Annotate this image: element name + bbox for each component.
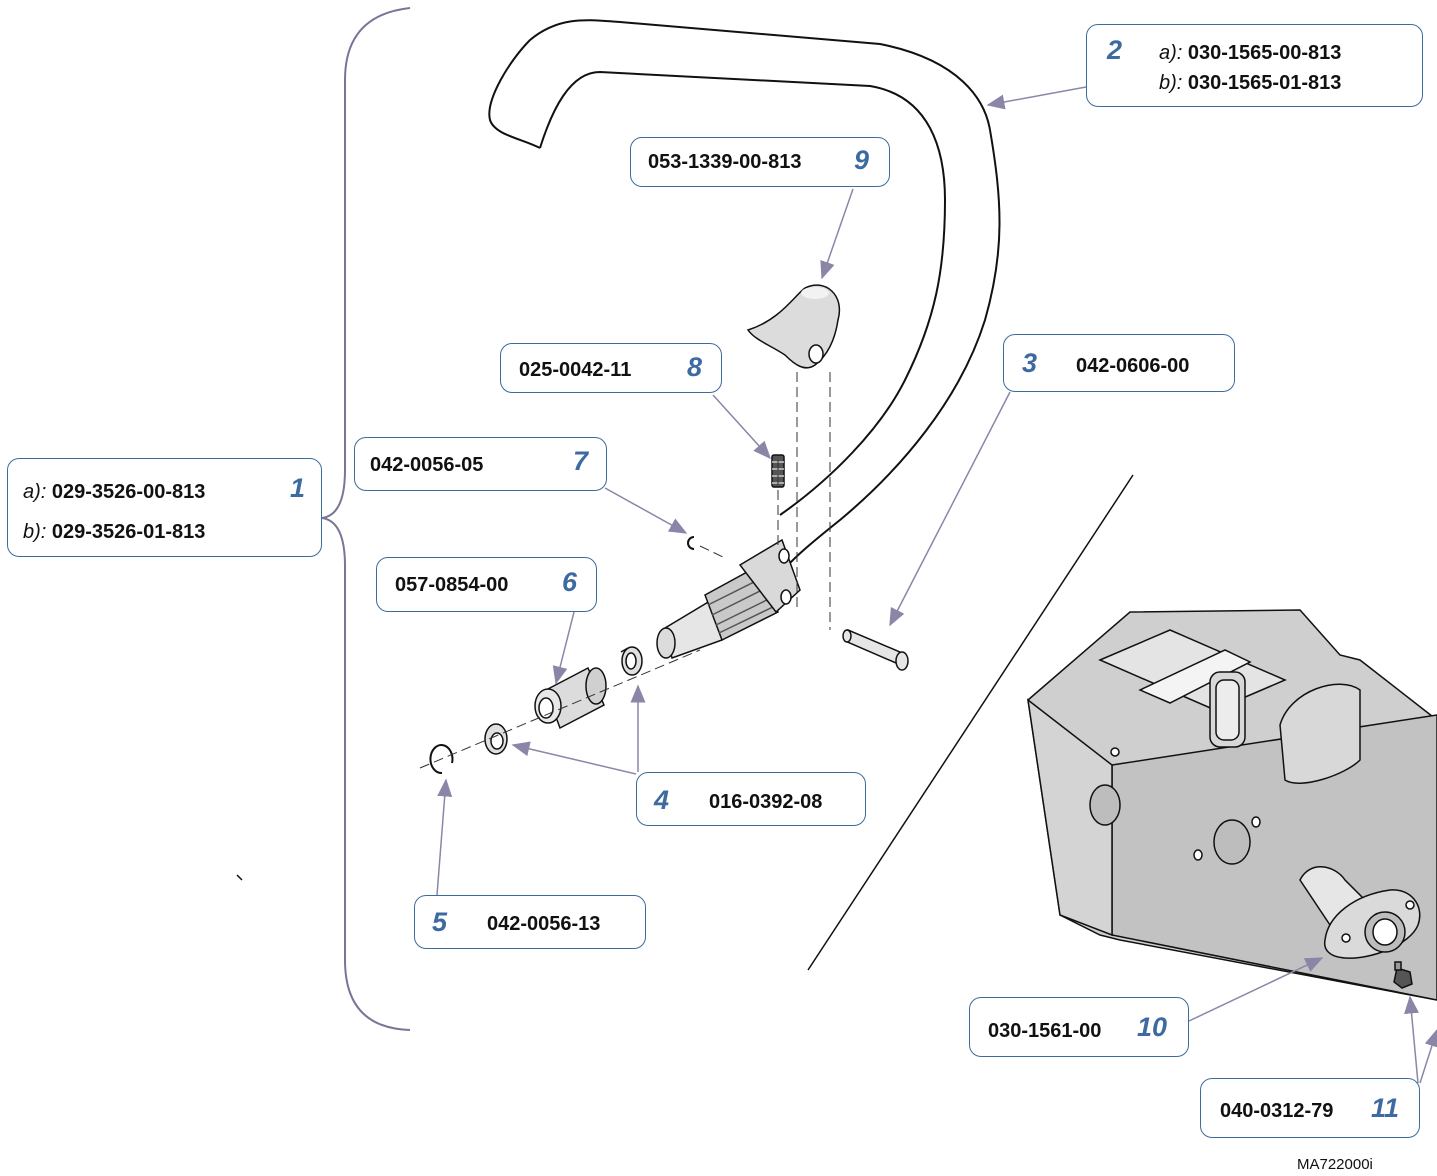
callout-item-10: 030-1561-00 10 (969, 997, 1189, 1057)
retaining-ring-large (429, 744, 454, 775)
bearing-part (534, 666, 607, 730)
callout-1-variant-a: a): 029-3526-00-813 (23, 481, 205, 504)
leader-lines (436, 86, 1437, 1084)
leader-item-6 (552, 611, 575, 685)
part-number: 029-3526-00-813 (51, 481, 206, 503)
bushing-left (484, 723, 508, 755)
variant-a-label: a): (1159, 42, 1183, 64)
callout-item-6: 057-0854-00 6 (376, 557, 597, 612)
retaining-ring-small (687, 536, 695, 550)
drawing-id-label: MA722000i (1297, 1156, 1373, 1173)
variant-b-label: b): (1159, 72, 1183, 94)
part-number: 030-1565-00-813 (1187, 42, 1342, 64)
item-number: 3 (1022, 348, 1038, 378)
part-number: 042-0056-13 (487, 913, 601, 935)
leader-item-5 (436, 778, 453, 896)
part-number: 016-0392-08 (709, 791, 823, 813)
callout-2-variant-a: a): 030-1565-00-813 (1159, 42, 1341, 65)
part-number: 025-0042-11 (519, 359, 632, 381)
knob-part (746, 284, 841, 369)
callout-item-8: 025-0042-11 8 (500, 343, 722, 393)
part-number: 040-0312-79 (1220, 1100, 1334, 1122)
part-number: 030-1561-00 (988, 1020, 1102, 1042)
pin-part (842, 628, 909, 671)
leader-item-8 (712, 394, 772, 460)
item-number: 4 (654, 785, 670, 815)
leader-item-11 (1404, 995, 1419, 1084)
part-number: 053-1339-00-813 (648, 151, 802, 173)
splined-shaft (656, 538, 801, 659)
part-number: 042-0606-00 (1076, 355, 1190, 377)
variant-b-label: b): (23, 521, 47, 543)
callout-item-4: 4 016-0392-08 (636, 772, 866, 826)
callout-item-7: 042-0056-05 7 (354, 437, 607, 491)
item-number: 1 (290, 473, 306, 503)
variant-a-label: a): (23, 481, 47, 503)
bushing-right (620, 646, 643, 676)
item-number: 9 (854, 145, 870, 175)
leader-item-7 (604, 487, 688, 534)
part-number: 030-1565-01-813 (1187, 72, 1342, 94)
flange-bearing (1299, 866, 1421, 959)
part-number: 057-0854-00 (395, 574, 509, 596)
callout-2-variant-b: b): 030-1565-01-813 (1159, 72, 1341, 95)
view-divider-line (807, 474, 1134, 971)
leader-item-4b (511, 741, 637, 775)
item-number: 11 (1371, 1093, 1400, 1123)
callout-item-2: 2 a): 030-1565-00-813 b): 030-1565-01-81… (1086, 24, 1423, 107)
part-number: 029-3526-01-813 (51, 521, 206, 543)
leader-item-2 (986, 86, 1087, 110)
item-number: 2 (1107, 35, 1123, 65)
item-number: 7 (573, 446, 589, 476)
callout-1-variant-b: b): 029-3526-01-813 (23, 521, 205, 544)
callout-item-1: a): 029-3526-00-813 b): 029-3526-01-813 … (7, 458, 322, 557)
leader-item-3 (889, 391, 1011, 627)
callout-item-3: 3 042-0606-00 (1003, 334, 1235, 392)
item-number: 6 (562, 567, 578, 597)
bolt-part (1393, 961, 1413, 989)
handle-tube (488, 19, 1001, 581)
leader-item-11b (1419, 1028, 1437, 1084)
callout-item-5: 5 042-0056-13 (414, 895, 646, 949)
item-number: 10 (1137, 1012, 1168, 1042)
stray-mark (236, 874, 243, 881)
assembly-bracket (321, 7, 411, 1031)
callout-item-9: 053-1339-00-813 9 (630, 137, 890, 187)
item-number: 5 (432, 907, 448, 937)
item-number: 8 (687, 352, 703, 382)
leader-item-9 (820, 188, 854, 280)
part-number: 042-0056-05 (370, 454, 484, 476)
callout-item-11: 040-0312-79 11 (1200, 1078, 1420, 1138)
leader-item-10 (1188, 957, 1324, 1022)
